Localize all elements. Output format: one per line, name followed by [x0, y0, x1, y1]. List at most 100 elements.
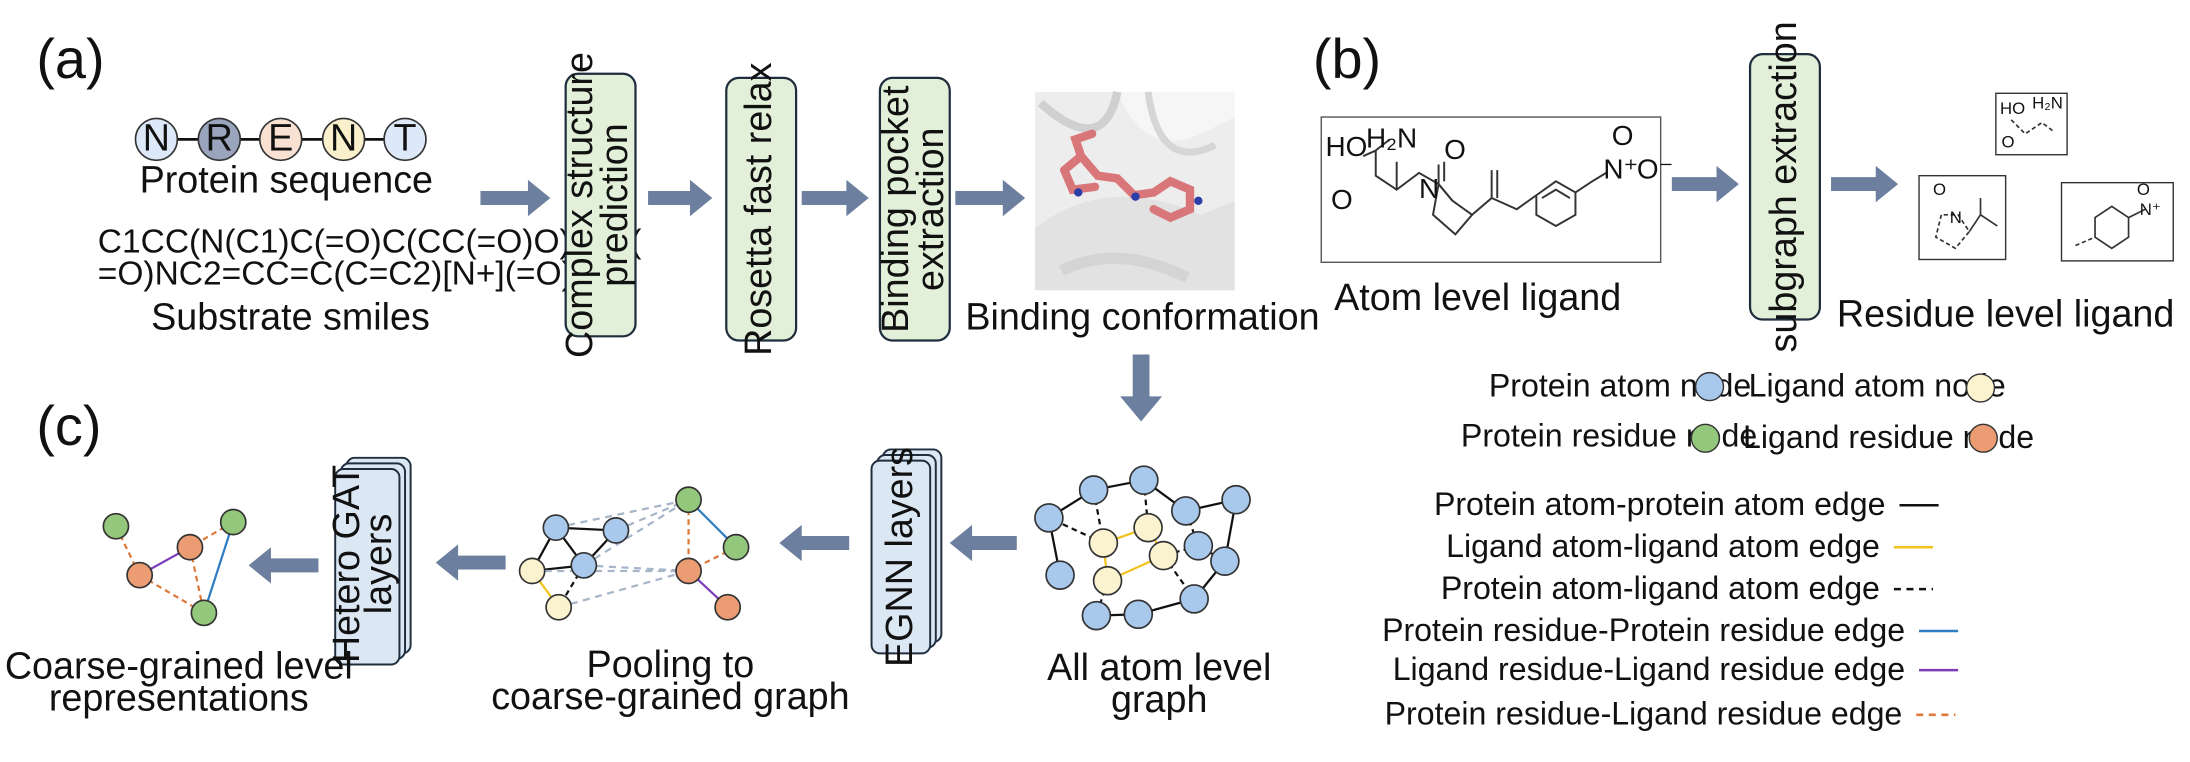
legend-node-ligand-atom: Ligand atom node — [1749, 367, 2006, 403]
graph-node — [1078, 475, 1109, 505]
chem-o-nitro: O — [1612, 120, 1634, 151]
legend-edge-label: Protein atom-protein atom edge — [1434, 486, 1886, 522]
frag-ho: HO — [2000, 99, 2025, 118]
arrow-to-fast-relax — [648, 179, 713, 217]
graph-node — [1170, 496, 1201, 526]
gat-label-line1: Hetero GAT — [325, 465, 367, 663]
legend-node-protein-atom-swatch — [1694, 371, 1725, 402]
coarse-label-line2: representations — [49, 677, 309, 719]
chem-h2n: H₂N — [1366, 123, 1417, 154]
chem-ho: HO — [1325, 131, 1367, 162]
graph-node — [1081, 600, 1112, 631]
sequence-residue-label: T — [394, 117, 417, 159]
egnn-layers-stack: EGNN layers — [870, 447, 943, 667]
pooling-label-line1: Pooling to — [587, 643, 755, 685]
sequence-node — [258, 117, 303, 162]
legend-node-ligand-residue-swatch — [1968, 423, 1998, 453]
frag-o-nitro: O — [2137, 180, 2150, 199]
graph-node — [602, 517, 630, 544]
binding-pocket-extraction-box: Binding pocket extraction — [874, 76, 951, 342]
graph-node — [675, 557, 702, 585]
residue-fragment-nitrophenyl: N⁺ O — [2060, 180, 2174, 262]
sequence-residue-label: R — [206, 117, 233, 159]
arrow-to-coarse-representation — [248, 547, 319, 584]
box1-line2: prediction — [593, 123, 635, 286]
legend-node-ligand-atom-swatch — [1965, 373, 1996, 403]
subgraph-extraction-box: subgraph extraction — [1748, 21, 1821, 352]
chem-o-carbonyl: O — [1444, 134, 1466, 165]
graph-node — [545, 593, 573, 621]
chem-o-acid: O — [1331, 184, 1353, 215]
chem-n-ring: N — [1419, 173, 1439, 204]
arrow-to-subgraph-extraction — [1671, 165, 1739, 203]
arrow-to-pooling — [779, 524, 850, 562]
graph-node — [1088, 528, 1119, 558]
graph-node — [1179, 584, 1209, 614]
sequence-residue-label: N — [330, 117, 357, 159]
graph-node — [102, 512, 130, 540]
graph-node — [1221, 484, 1251, 515]
graph-node — [1034, 503, 1064, 533]
graph-node — [1129, 465, 1159, 495]
all-atom-label-line1: All atom level — [1047, 646, 1271, 688]
graph-node — [126, 561, 154, 589]
graph-node — [722, 533, 750, 561]
arrow-to-pocket-extraction — [801, 179, 869, 217]
graph-node — [542, 514, 570, 542]
graph-edge — [558, 567, 690, 609]
protein-sequence-label: Protein sequence — [140, 158, 433, 200]
atom-level-ligand-structure: HO H₂N O O N N⁺ O O⁻ — [1320, 116, 1673, 263]
graph-node — [190, 599, 218, 627]
legend-node-protein-residue-swatch — [1690, 423, 1721, 453]
arrow-down-to-graph — [1120, 354, 1163, 422]
box3-line2: extraction — [909, 127, 951, 290]
subgraph-extraction-label: subgraph extraction — [1762, 21, 1804, 352]
legend-edge-label: Protein residue-Protein residue edge — [1382, 612, 1905, 648]
coarse-label-line1: Coarse-grained level — [5, 644, 353, 686]
graph-node — [219, 508, 247, 536]
panel-label-b: (b) — [1313, 27, 1381, 90]
substrate-smiles-label: Substrate smiles — [151, 295, 430, 337]
graph-node — [1045, 560, 1075, 590]
graph-edge — [202, 521, 235, 614]
rosetta-fast-relax-box: Rosetta fast relax — [725, 62, 798, 356]
coarse-grained-graph — [102, 508, 247, 627]
all-atom-graph — [1034, 465, 1251, 631]
graph-node — [714, 593, 742, 621]
graph-edge — [583, 563, 690, 578]
sequence-node — [321, 117, 366, 162]
sequence-node — [383, 117, 427, 162]
box3-line1: Binding pocket — [874, 85, 916, 333]
arrow-to-hetero-gat — [435, 544, 506, 581]
smiles-line-2: =O)NC2=CC=C(C=C2)[N+](=O)[O-] — [98, 256, 629, 293]
arrow-to-egnn — [949, 524, 1017, 562]
graph-node — [1123, 599, 1154, 630]
frag-o: O — [2001, 133, 2014, 152]
graph-node — [176, 533, 204, 561]
legend-edge-label: Ligand residue-Ligand residue edge — [1393, 651, 1905, 687]
ligand-sticks — [1060, 129, 1195, 223]
egnn-label: EGNN layers — [878, 447, 920, 667]
complex-structure-prediction-box: Complex structure prediction — [558, 52, 637, 358]
sequence-residue-label: N — [143, 117, 170, 159]
binding-conformation-image — [1034, 90, 1235, 291]
graph-node — [1210, 546, 1240, 576]
chem-nplus: N⁺ — [1603, 153, 1638, 184]
sequence-residue-label: E — [268, 117, 293, 159]
frag-o-ring: O — [1933, 180, 1946, 199]
legend-edge-label: Protein residue-Ligand residue edge — [1385, 696, 1903, 732]
box2-label: Rosetta fast relax — [737, 62, 779, 356]
graph-node — [1148, 540, 1179, 571]
graph-node — [570, 551, 598, 579]
binding-conformation-label: Binding conformation — [965, 295, 1319, 337]
smiles-line-1: C1CC(N(C1)C(=O)C(CC(=O)O)N)C( — [98, 224, 642, 261]
graph-node — [1133, 512, 1163, 543]
graph-node — [518, 557, 546, 585]
panel-label-c: (c) — [36, 394, 101, 457]
legend-edge-label: Protein atom-ligand atom edge — [1441, 570, 1880, 606]
frag-n: N — [1950, 208, 1962, 227]
chem-ominus: O⁻ — [1637, 153, 1673, 184]
